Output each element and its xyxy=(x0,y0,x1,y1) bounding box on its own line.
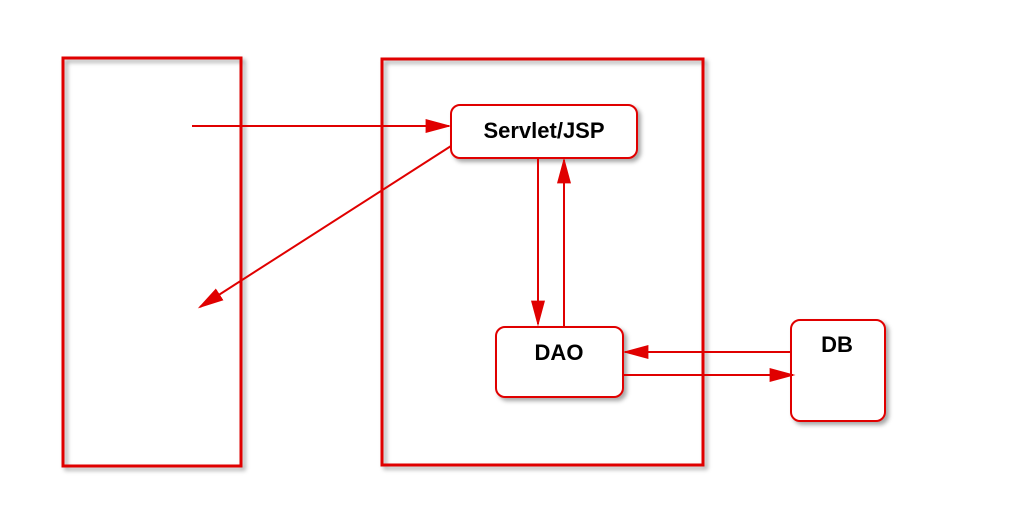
servlet-node: Servlet/JSP xyxy=(450,104,638,159)
arrow-servlet-to-client xyxy=(197,145,452,309)
dao-node: DAO xyxy=(495,326,624,398)
dao-label: DAO xyxy=(535,340,584,365)
db-node: DB xyxy=(790,319,886,422)
servlet-label: Servlet/JSP xyxy=(483,118,604,143)
db-label: DB xyxy=(821,332,853,357)
server-box xyxy=(380,57,705,467)
client-box xyxy=(61,56,243,468)
